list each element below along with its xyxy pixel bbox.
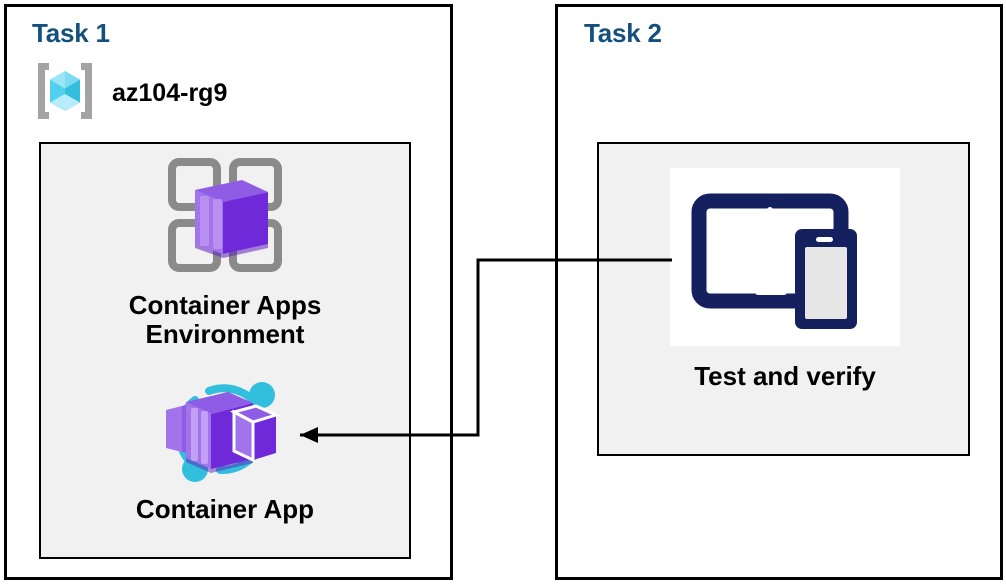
resource-group-row: az104-rg9 [32, 58, 227, 129]
task-1-title: Task 1 [32, 18, 110, 48]
task-2-title: Task 2 [584, 18, 662, 48]
container-apps-environment-node: Container Apps Environment [75, 152, 375, 349]
devices-tablet-phone-icon [685, 177, 885, 337]
container-app-label: Container App [135, 494, 315, 524]
container-apps-environment-icon [162, 152, 288, 283]
container-app-icon [152, 372, 298, 489]
test-and-verify-label: Test and verify [694, 361, 876, 391]
resource-group-label: az104-rg9 [112, 79, 228, 107]
container-apps-environment-label: Container Apps Environment [128, 290, 322, 350]
azure-resource-group-icon [32, 58, 98, 129]
test-and-verify-node: Test and verify [640, 168, 930, 391]
test-and-verify-icon-backdrop [670, 168, 900, 346]
container-app-node: Container App [75, 372, 375, 524]
